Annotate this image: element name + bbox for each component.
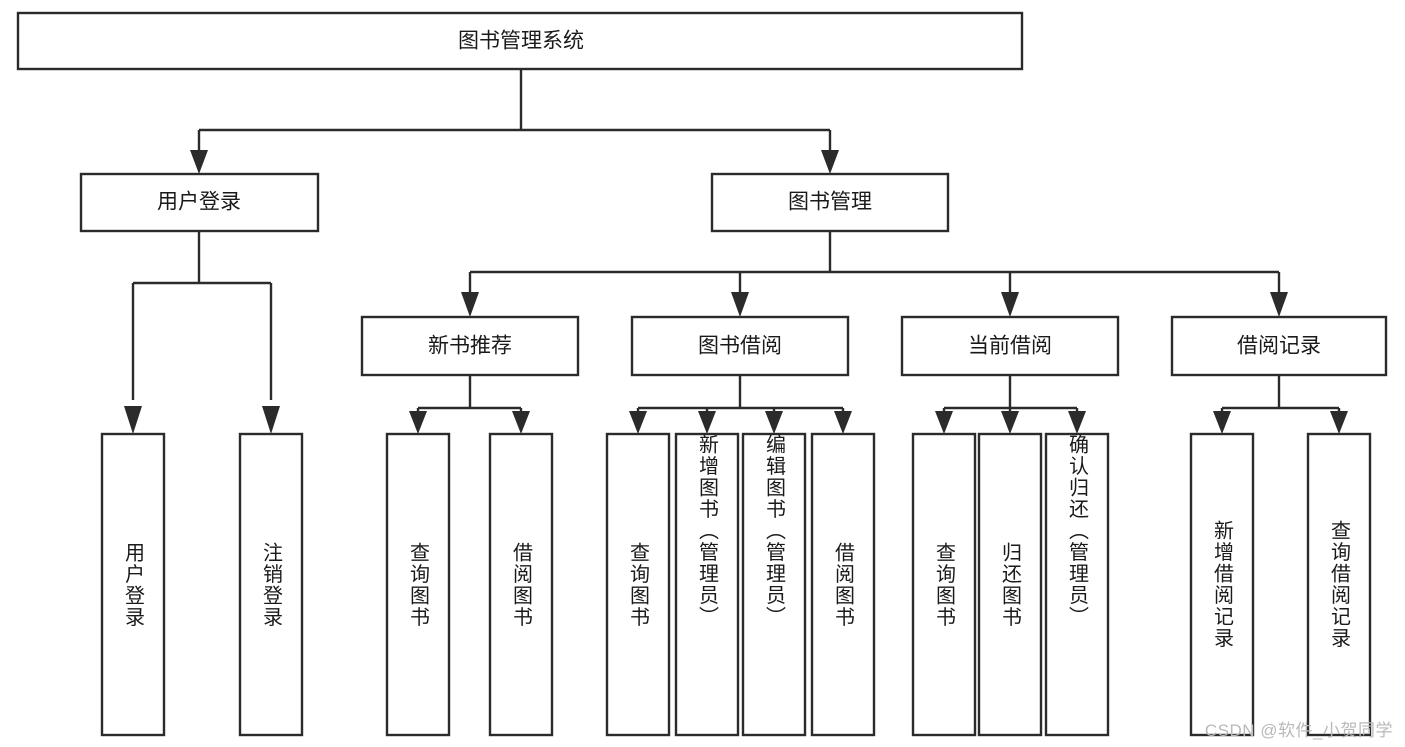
label-user-login: 用户登录 bbox=[157, 191, 241, 214]
node-leaf-borrow-edit[interactable] bbox=[741, 432, 807, 737]
arrow-head-leaf-borrow-add bbox=[698, 411, 716, 434]
arrow-head-leaf-cur-return bbox=[1001, 411, 1019, 434]
arrow-head-leaf-rec-add bbox=[1213, 411, 1231, 434]
arrow-head-book-borrow bbox=[731, 292, 749, 317]
node-box-group bbox=[16, 11, 1388, 737]
node-leaf-cur-query[interactable] bbox=[911, 432, 977, 737]
arrow-head-leaf-rec-search bbox=[1330, 411, 1348, 434]
node-leaf-user-login[interactable] bbox=[100, 432, 166, 737]
node-leaf-rec-query[interactable] bbox=[385, 432, 451, 737]
node-current-borrow[interactable] bbox=[900, 315, 1120, 377]
node-leaf-cur-confirm[interactable] bbox=[1044, 432, 1110, 737]
node-user-login[interactable] bbox=[79, 172, 320, 233]
node-book-borrow[interactable] bbox=[630, 315, 850, 377]
csdn-watermark: CSDN @软件_小贺同学 bbox=[1204, 721, 1393, 740]
node-new-book-rec[interactable] bbox=[360, 315, 580, 377]
label-new-book-rec: 新书推荐 bbox=[428, 335, 512, 358]
node-leaf-rec-borrow[interactable] bbox=[488, 432, 554, 737]
node-borrow-record[interactable] bbox=[1170, 315, 1388, 377]
arrow-head-current-borrow bbox=[1001, 292, 1019, 317]
connector-group bbox=[124, 69, 1348, 434]
node-leaf-rec-search[interactable] bbox=[1306, 432, 1372, 737]
arrow-head-leaf-borrow-edit bbox=[765, 411, 783, 434]
node-leaf-borrow-do[interactable] bbox=[810, 432, 876, 737]
node-leaf-cur-return[interactable] bbox=[977, 432, 1043, 737]
horizontal-label-group: 图书管理系统 用户登录 图书管理 新书推荐 图书借阅 当前借阅 借阅记录 bbox=[157, 30, 1321, 358]
arrow-head-leaf-rec-query bbox=[409, 411, 427, 434]
arrow-head-leaf-borrow-query bbox=[629, 411, 647, 434]
label-book-borrow: 图书借阅 bbox=[698, 335, 782, 358]
node-leaf-user-logout[interactable] bbox=[238, 432, 304, 737]
node-leaf-borrow-query[interactable] bbox=[605, 432, 671, 737]
arrow-head-leaf-rec-borrow bbox=[512, 411, 530, 434]
arrow-head-leaf-borrow-do bbox=[834, 411, 852, 434]
label-root: 图书管理系统 bbox=[458, 30, 584, 53]
label-current-borrow: 当前借阅 bbox=[968, 335, 1052, 358]
node-leaf-borrow-add[interactable] bbox=[674, 432, 740, 737]
node-root[interactable] bbox=[16, 11, 1024, 71]
label-book-manage: 图书管理 bbox=[788, 191, 872, 214]
node-book-manage[interactable] bbox=[710, 172, 950, 233]
arrow-head-book-manage bbox=[821, 150, 839, 174]
arrow-head-leaf-user-login bbox=[124, 406, 142, 434]
label-borrow-record: 借阅记录 bbox=[1237, 335, 1321, 358]
arrow-head-user-login bbox=[190, 150, 208, 174]
arrow-head-leaf-user-logout bbox=[262, 406, 280, 434]
arrow-head-leaf-cur-confirm bbox=[1068, 411, 1086, 434]
arrow-head-leaf-cur-query bbox=[935, 411, 953, 434]
arrow-head-borrow-record bbox=[1270, 292, 1288, 317]
arrow-head-new-book-rec bbox=[461, 292, 479, 317]
node-leaf-rec-add[interactable] bbox=[1189, 432, 1255, 737]
